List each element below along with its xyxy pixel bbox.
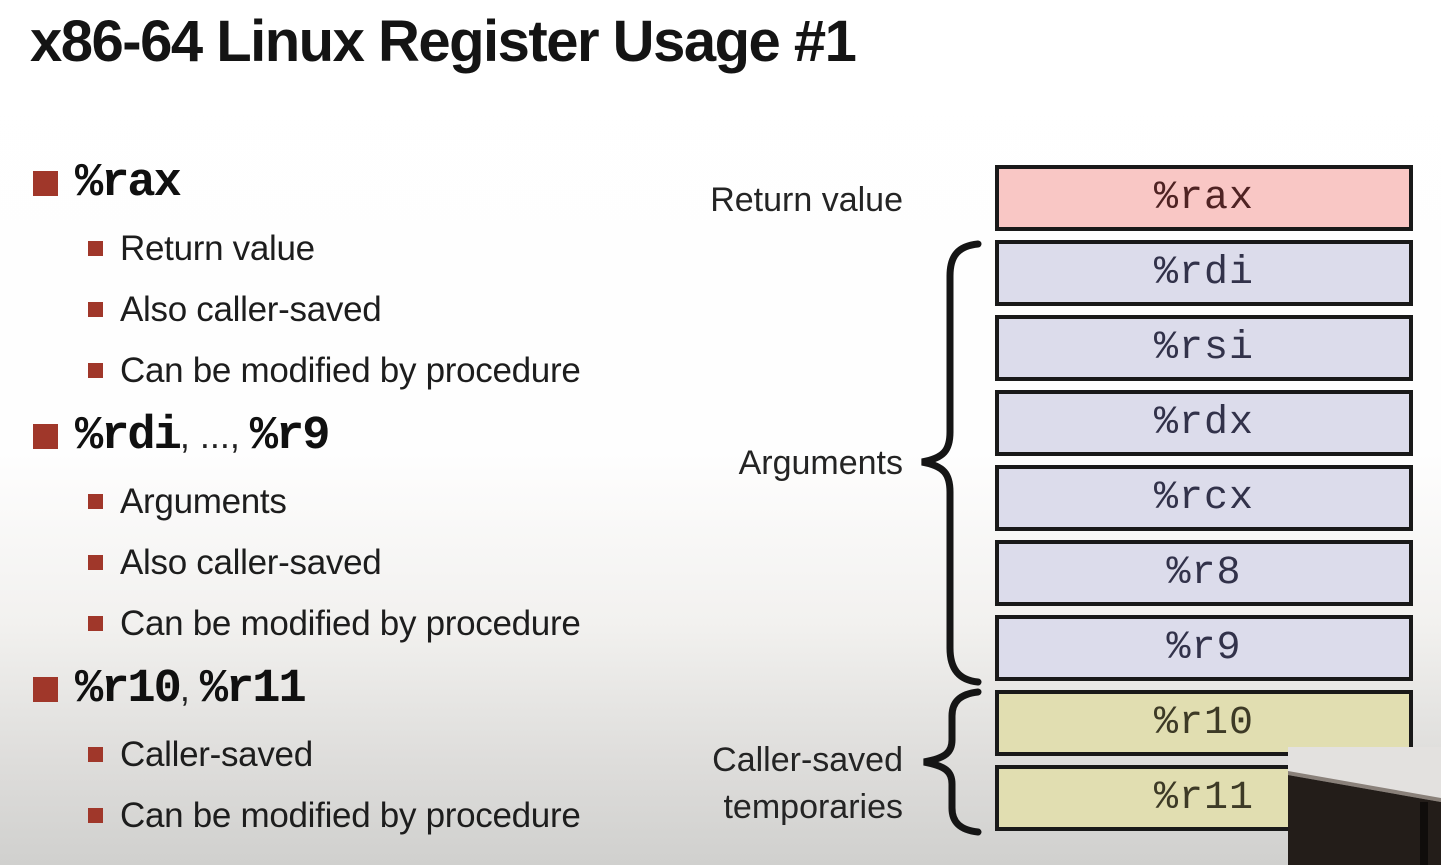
sub-bullet-square-icon: [88, 808, 103, 823]
sub-bullet-square-icon: [88, 555, 103, 570]
arguments-label: Arguments: [738, 444, 903, 482]
video-overlay: [1288, 747, 1441, 865]
register-name: %rcx: [1153, 475, 1254, 521]
heading-segment: %r10: [75, 662, 182, 716]
register-name: %r9: [1166, 625, 1242, 671]
register-name: %rax: [1153, 175, 1254, 221]
bullet-sub-text: Return value: [120, 228, 315, 268]
caller-saved-brace-icon: [923, 688, 982, 836]
register-box: %rsi: [995, 315, 1413, 381]
bullet-sub-text: Also caller-saved: [120, 542, 382, 582]
register-name: %rdx: [1153, 400, 1254, 446]
bullet-sub-text: Arguments: [120, 481, 287, 521]
caller-saved-temporaries-label: Caller-saved temporaries: [698, 737, 903, 831]
bullet-heading-text: %rax: [75, 156, 182, 210]
bullet-sub-text: Can be modified by procedure: [120, 603, 581, 643]
bullet-sub-text: Can be modified by procedure: [120, 350, 581, 390]
sub-bullet-square-icon: [88, 616, 103, 631]
heading-segment: %rax: [75, 156, 182, 210]
sub-bullet-square-icon: [88, 494, 103, 509]
sub-bullet-square-icon: [88, 363, 103, 378]
bullet-heading-text: %rdi, ..., %r9: [75, 409, 331, 463]
bullet-sub-item: Can be modified by procedure: [33, 340, 723, 401]
register-name: %rsi: [1153, 325, 1254, 371]
register-box: %rdx: [995, 390, 1413, 456]
bullet-section-heading: %r10, %r11: [33, 654, 723, 724]
register-box: %r8: [995, 540, 1413, 606]
bullet-section-heading: %rdi, ..., %r9: [33, 401, 723, 471]
register-name: %rdi: [1153, 250, 1254, 296]
bullet-sub-item: Arguments: [33, 471, 723, 532]
register-box: %r9: [995, 615, 1413, 681]
caller-saved-label-line2: temporaries: [723, 788, 903, 826]
register-box: %rax: [995, 165, 1413, 231]
register-name: %r11: [1153, 775, 1254, 821]
register-box: %rcx: [995, 465, 1413, 531]
bullet-sub-text: Can be modified by procedure: [120, 795, 581, 835]
sub-bullet-square-icon: [88, 241, 103, 256]
heading-segment: ,: [179, 667, 200, 709]
heading-segment: , ...,: [179, 414, 250, 456]
bullet-sub-item: Also caller-saved: [33, 279, 723, 340]
bullet-section-heading: %rax: [33, 148, 723, 218]
bullet-sub-text: Also caller-saved: [120, 289, 382, 329]
caller-saved-label-line1: Caller-saved: [712, 741, 903, 779]
register-name: %r8: [1166, 550, 1242, 596]
page-title: x86-64 Linux Register Usage #1: [30, 9, 857, 74]
bullet-sub-item: Can be modified by procedure: [33, 785, 723, 846]
register-name: %r10: [1153, 700, 1254, 746]
heading-segment: %r9: [249, 409, 331, 463]
bullet-square-icon: [33, 423, 58, 449]
bullet-sub-item: Also caller-saved: [33, 532, 723, 593]
bullet-square-icon: [33, 676, 58, 702]
return-value-label: Return value: [710, 181, 903, 219]
bullet-square-icon: [33, 170, 58, 196]
bullet-heading-text: %r10, %r11: [75, 662, 307, 716]
heading-segment: %r11: [199, 662, 307, 716]
arguments-brace-icon: [921, 240, 982, 686]
sub-bullet-square-icon: [88, 302, 103, 317]
bullet-sub-item: Can be modified by procedure: [33, 593, 723, 654]
heading-segment: %rdi: [75, 409, 182, 463]
register-box: %r10: [995, 690, 1413, 756]
bullet-sub-text: Caller-saved: [120, 734, 313, 774]
sub-bullet-square-icon: [88, 747, 103, 762]
register-box: %rdi: [995, 240, 1413, 306]
bullet-sub-item: Return value: [33, 218, 723, 279]
bullet-sub-item: Caller-saved: [33, 724, 723, 785]
